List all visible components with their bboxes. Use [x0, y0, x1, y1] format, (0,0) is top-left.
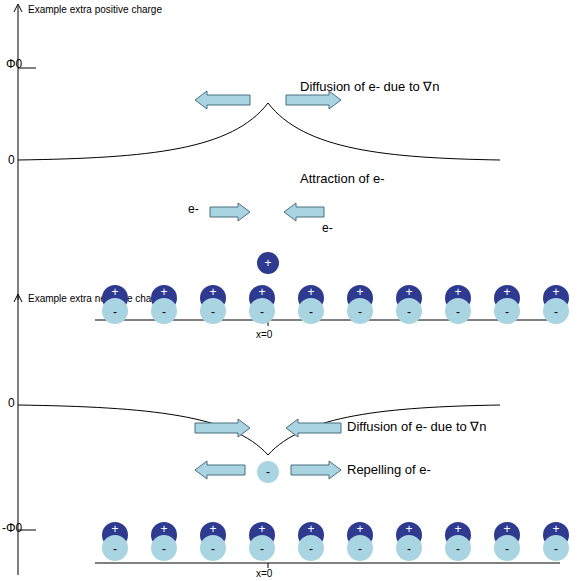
- lattice-ion: -: [347, 535, 373, 561]
- charge-sign: +: [209, 523, 216, 535]
- block-arrow: [195, 461, 245, 479]
- lattice-ion: -: [445, 535, 471, 561]
- lattice-ion: -: [151, 298, 177, 324]
- charge-sign: +: [454, 523, 461, 535]
- charge-sign: -: [266, 466, 270, 478]
- charge-sign: -: [505, 306, 509, 318]
- charge-sign: +: [160, 523, 167, 535]
- charge-sign: +: [356, 286, 363, 298]
- charge-sign: -: [358, 306, 362, 318]
- block-arrow: [291, 461, 341, 479]
- lattice-ion: -: [494, 298, 520, 324]
- annotation: 0: [8, 397, 15, 410]
- potential-curve: [18, 103, 500, 160]
- charge-sign: -: [211, 306, 215, 318]
- lattice-ion: -: [200, 535, 226, 561]
- axis-arrow: [14, 294, 22, 302]
- charge-sign: -: [505, 543, 509, 555]
- annotation: Φ0: [6, 58, 22, 71]
- panel-title: Example extra negative charge: [28, 293, 166, 304]
- charge-sign: -: [407, 306, 411, 318]
- charge-sign: +: [111, 523, 118, 535]
- annotation: x=0: [256, 329, 272, 340]
- charge-sign: -: [211, 543, 215, 555]
- charge-sign: -: [456, 543, 460, 555]
- charge-sign: +: [503, 286, 510, 298]
- annotation: Diffusion of e- due to ∇n: [347, 420, 487, 434]
- charge-sign: -: [113, 306, 117, 318]
- charge-sign: -: [309, 306, 313, 318]
- extra-charge: +: [257, 252, 279, 274]
- annotation: Diffusion of e- due to ∇n: [300, 80, 440, 94]
- potential-curve: [18, 405, 500, 455]
- block-arrow: [286, 419, 341, 437]
- lattice-ion: -: [445, 298, 471, 324]
- charge-sign: +: [307, 286, 314, 298]
- charge-sign: -: [407, 543, 411, 555]
- lattice-ion: -: [347, 298, 373, 324]
- charge-sign: +: [356, 523, 363, 535]
- axis-tick: [268, 563, 269, 568]
- lattice-ion: -: [200, 298, 226, 324]
- charge-sign: -: [554, 306, 558, 318]
- block-arrow: [195, 91, 250, 109]
- lattice-ion: -: [543, 535, 569, 561]
- charge-sign: +: [552, 523, 559, 535]
- lattice-ion: -: [298, 298, 324, 324]
- annotation: x=0: [256, 568, 272, 579]
- lattice-ion: -: [249, 535, 275, 561]
- charge-sign: +: [209, 286, 216, 298]
- charge-sign: +: [552, 286, 559, 298]
- lattice-ion: -: [396, 298, 422, 324]
- charge-sign: -: [358, 543, 362, 555]
- lattice-base: [95, 563, 560, 564]
- charge-sign: -: [260, 543, 264, 555]
- lattice-ion: -: [298, 535, 324, 561]
- charge-sign: +: [503, 523, 510, 535]
- charge-sign: +: [111, 286, 118, 298]
- charge-sign: -: [456, 306, 460, 318]
- block-arrow: [210, 203, 250, 221]
- charge-sign: +: [405, 523, 412, 535]
- charge-sign: +: [258, 523, 265, 535]
- charge-sign: +: [258, 286, 265, 298]
- annotation: Repelling of e-: [347, 463, 431, 477]
- charge-sign: -: [309, 543, 313, 555]
- lattice-ion: -: [102, 298, 128, 324]
- lattice-ion: -: [494, 535, 520, 561]
- charge-sign: -: [162, 543, 166, 555]
- charge-sign: -: [162, 306, 166, 318]
- extra-charge: -: [257, 461, 279, 483]
- charge-sign: +: [160, 286, 167, 298]
- block-arrow: [284, 203, 324, 221]
- charge-sign: +: [264, 257, 271, 269]
- lattice-ion: -: [396, 535, 422, 561]
- annotation: Attraction of e-: [300, 172, 385, 186]
- charge-sign: +: [405, 286, 412, 298]
- lattice-ion: -: [543, 298, 569, 324]
- annotation: e-: [322, 222, 333, 235]
- charge-sign: -: [554, 543, 558, 555]
- axis-arrow: [14, 4, 22, 12]
- charge-sign: +: [454, 286, 461, 298]
- lattice-ion: -: [151, 535, 177, 561]
- annotation: e-: [188, 203, 199, 216]
- lattice-ion: -: [102, 535, 128, 561]
- y-axis: [18, 6, 19, 300]
- panel-title: Example extra positive charge: [28, 4, 162, 15]
- annotation: 0: [8, 154, 15, 167]
- charge-sign: -: [260, 306, 264, 318]
- lattice-ion: -: [249, 298, 275, 324]
- charge-sign: +: [307, 523, 314, 535]
- charge-sign: -: [113, 543, 117, 555]
- annotation: -Φ0: [2, 522, 22, 535]
- block-arrow: [195, 419, 250, 437]
